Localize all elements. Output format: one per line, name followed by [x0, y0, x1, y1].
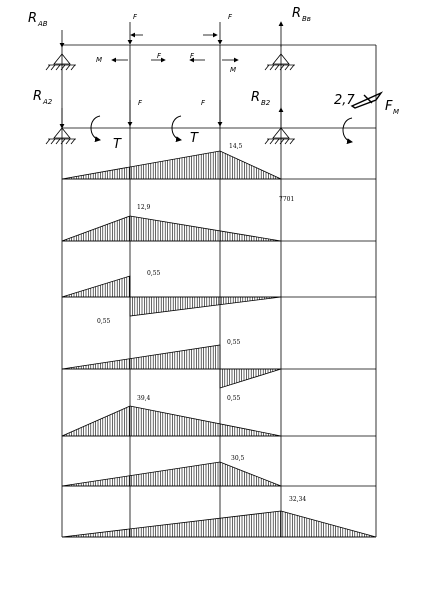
label-r-b2: R	[251, 90, 260, 105]
label-r-a2-sub: A2	[42, 98, 53, 106]
label-r-ab: R	[28, 11, 37, 26]
support-b-lower	[264, 127, 295, 145]
label-r-a2: R	[33, 89, 42, 104]
value-2b: 7701	[279, 196, 294, 203]
epure-1	[61, 150, 282, 180]
label-f-mid-1: F	[157, 52, 162, 60]
label-t-right: T	[190, 131, 199, 146]
label-r-bb-sub: Bв	[302, 15, 311, 23]
label-m-right: M	[230, 66, 236, 74]
value-3b: 0,55	[97, 318, 111, 325]
value-2: 12,9	[137, 204, 151, 211]
label-r-ab-sub: AB	[37, 20, 48, 28]
value-7: 32,34	[289, 496, 306, 503]
value-4: 0,55	[227, 339, 241, 346]
value-5a: 39,4	[137, 395, 151, 402]
epure-3	[61, 275, 282, 317]
label-f-mid-2: F	[190, 52, 195, 60]
label-f-top-1: F	[133, 13, 138, 21]
label-r-b2-sub: B2	[261, 99, 271, 107]
label-f-m-sub: M	[393, 108, 399, 116]
label-coef: 2,7	[334, 93, 355, 108]
grid-lines	[61, 44, 377, 538]
value-5b: 0,55	[227, 395, 241, 402]
value-3a: 0,55	[147, 270, 161, 277]
torque-symbols	[90, 115, 353, 145]
force-arrows	[59, 21, 284, 129]
label-m-left: M	[96, 56, 102, 64]
support-a-lower	[45, 127, 76, 145]
value-6: 30,5	[231, 455, 245, 462]
epure-6	[61, 461, 282, 487]
fm-symbol-icon	[350, 91, 384, 109]
value-1: 14,5	[229, 143, 243, 150]
label-r-bb: R	[292, 6, 301, 21]
label-f-m: F	[385, 99, 393, 114]
label-t-left: T	[113, 137, 122, 152]
epure-5	[61, 405, 282, 437]
label-f-low-1: F	[138, 99, 143, 107]
epure-2	[61, 215, 282, 242]
label-f-top-2: F	[228, 13, 233, 21]
epure-4	[61, 344, 282, 389]
support-a-upper	[45, 53, 76, 71]
label-f-low-2: F	[201, 99, 206, 107]
support-b-upper	[264, 53, 295, 71]
epure-7	[61, 510, 377, 538]
